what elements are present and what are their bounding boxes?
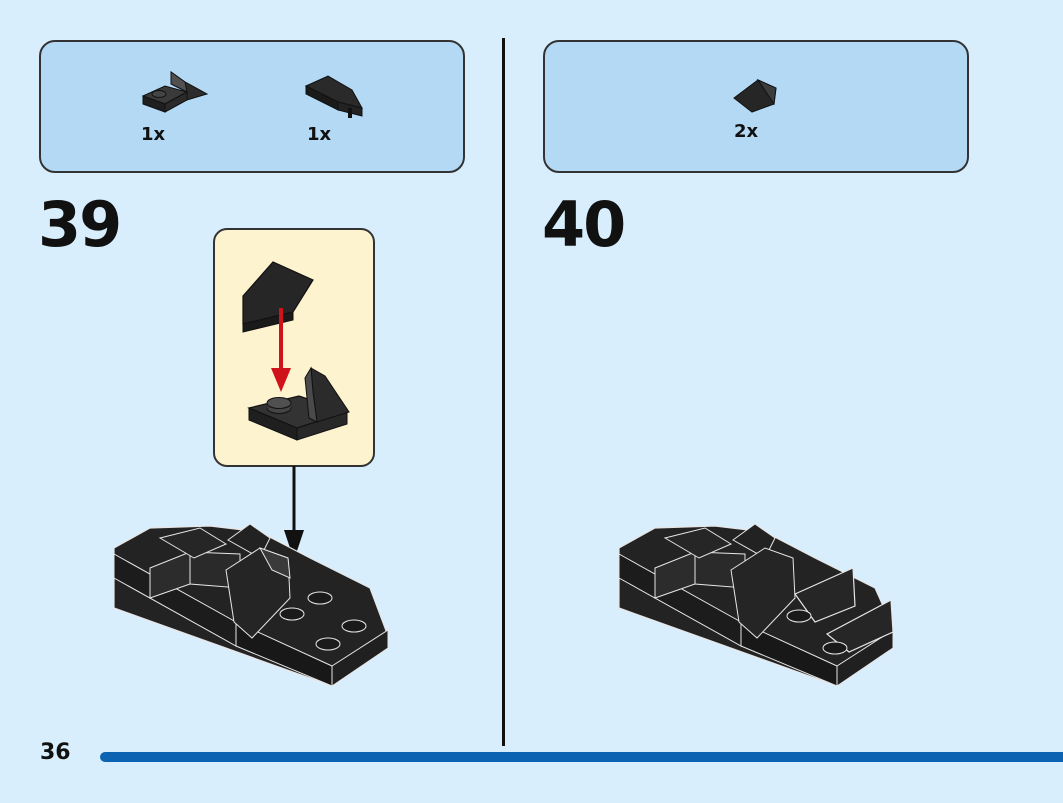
step-40-number: 40 (542, 188, 626, 261)
plate-with-wedge-slope-icon (141, 71, 209, 113)
step-39-part-2-qty: 1x (307, 124, 332, 145)
step-40-model-illustration (618, 523, 894, 687)
page-number: 36 (40, 740, 71, 765)
wedge-tile-piece-icon (733, 78, 777, 113)
wedge-slope-piece-icon (304, 75, 363, 118)
step-39-model-illustration (113, 523, 389, 687)
page-divider (502, 38, 505, 746)
step-39-part-1-qty: 1x (141, 124, 166, 145)
callout-sub-assembly-illustration (242, 261, 350, 441)
step-39-number: 39 (38, 188, 122, 261)
step-40-part-1-qty: 2x (734, 121, 759, 142)
attach-arrow (284, 466, 304, 560)
page-progress-bar (100, 752, 1063, 762)
step-39-parts-box (39, 40, 465, 173)
